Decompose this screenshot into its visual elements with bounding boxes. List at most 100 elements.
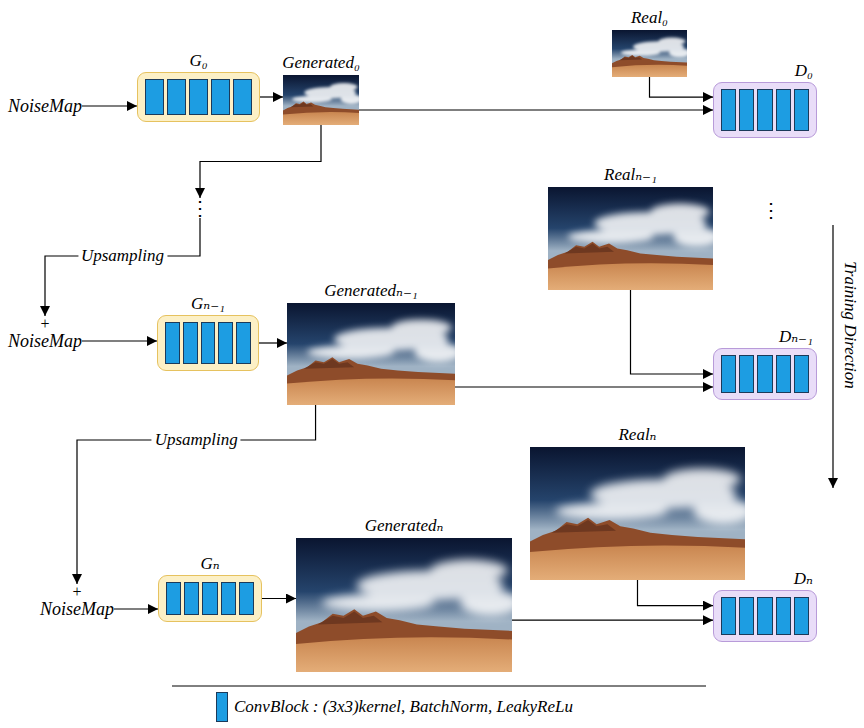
node-heading: G₀ <box>118 51 279 71</box>
image-panel: Generatedₙ₋₁ <box>287 303 455 405</box>
input-label: NoiseMap <box>8 93 82 117</box>
node-heading: Gₙ <box>139 554 281 574</box>
conv-block <box>776 597 791 635</box>
node-heading: Generated₀ <box>263 53 379 73</box>
legend-text: ConvBlock : (3x3)kernel, BatchNorm, Leak… <box>234 697 573 717</box>
ellipsis-mark: ⋮ <box>761 200 781 220</box>
ellipsis-mark: ⋮ <box>190 198 210 218</box>
conv-block <box>184 582 199 615</box>
node-heading: Dₙ₋₁ <box>674 327 813 347</box>
conv-block <box>757 355 772 393</box>
flow-arrow <box>77 405 316 584</box>
desert-image <box>530 447 754 580</box>
conv-block <box>145 79 164 115</box>
node-heading: Realₙ <box>510 425 765 445</box>
conv-block-row <box>721 355 809 393</box>
conv-block-row <box>145 79 252 115</box>
conv-block <box>757 89 772 131</box>
conv-block <box>776 355 791 393</box>
conv-block <box>166 582 181 615</box>
node-text: NoiseMap <box>40 598 114 620</box>
conv-block <box>236 322 251 364</box>
edge-label: Upsampling <box>152 430 241 450</box>
conv-block <box>794 355 809 393</box>
conv-block <box>233 79 252 115</box>
generator-box: Gₙ <box>158 575 262 622</box>
flow-arrow <box>82 340 157 341</box>
node-heading: Generatedₙ <box>276 516 532 536</box>
desert-image <box>548 187 720 290</box>
flow-arrow <box>45 218 200 316</box>
image-panel: Generated₀ <box>283 75 359 125</box>
input-label: +NoiseMap <box>40 584 114 620</box>
flow-arrow <box>260 96 283 97</box>
flow-arrow <box>200 125 321 198</box>
conv-block <box>167 79 186 115</box>
node-heading: Dₙ <box>674 569 813 589</box>
axis-label: Training Direction <box>840 261 860 388</box>
desert-image <box>287 303 462 405</box>
image-panel: Realₙ₋₁ <box>548 187 713 290</box>
generator-box: G₀ <box>137 72 260 122</box>
discriminator-box: D₀ <box>713 82 817 138</box>
conv-block <box>239 582 254 615</box>
flow-arrow <box>512 620 713 621</box>
conv-block <box>794 89 809 131</box>
node-text: + <box>40 586 114 598</box>
desert-image <box>296 538 521 672</box>
flow-arrow <box>82 105 137 106</box>
conv-block <box>739 355 754 393</box>
image-panel: Realₙ <box>530 447 745 580</box>
desert-image <box>283 75 362 125</box>
node-heading: Real₀ <box>592 8 707 28</box>
node-heading: Gₙ₋₁ <box>138 294 278 314</box>
conv-block-row <box>165 322 251 364</box>
conv-block-row <box>721 89 809 131</box>
flow-arrow <box>259 342 287 343</box>
conv-block <box>757 597 772 635</box>
flow-arrow <box>359 109 713 110</box>
conv-block <box>721 597 736 635</box>
conv-block <box>202 582 217 615</box>
conv-block <box>201 322 216 364</box>
conv-block <box>721 89 736 131</box>
flow-arrow <box>114 608 158 609</box>
node-heading: D₀ <box>674 61 813 81</box>
node-text: NoiseMap <box>8 330 82 352</box>
input-label: +NoiseMap <box>8 316 82 352</box>
conv-block <box>794 597 809 635</box>
node-heading: Realₙ₋₁ <box>528 165 733 185</box>
discriminator-box: Dₙ₋₁ <box>713 348 817 400</box>
conv-block <box>189 79 208 115</box>
legend-swatch <box>216 692 228 722</box>
discriminator-box: Dₙ <box>713 590 817 642</box>
conv-block-row <box>166 582 254 615</box>
node-heading: Generatedₙ₋₁ <box>267 281 475 301</box>
conv-block <box>739 597 754 635</box>
flow-arrow <box>650 77 714 97</box>
image-panel: Generatedₙ <box>296 538 512 672</box>
legend-rule <box>172 686 706 687</box>
conv-block <box>776 89 791 131</box>
conv-block <box>721 355 736 393</box>
conv-block <box>211 79 230 115</box>
conv-block-row <box>721 597 809 635</box>
node-text: ⋮ <box>190 198 210 218</box>
flow-arrow <box>455 386 713 387</box>
flow-arrow <box>262 598 296 599</box>
conv-block <box>739 89 754 131</box>
flow-arrow <box>638 580 714 606</box>
desert-image <box>612 30 690 77</box>
conv-block <box>165 322 180 364</box>
flow-arrow <box>631 290 714 374</box>
node-text: + <box>8 318 82 330</box>
legend-entry: ConvBlock : (3x3)kernel, BatchNorm, Leak… <box>216 692 573 722</box>
edge-label: Upsampling <box>78 246 167 266</box>
conv-block <box>183 322 198 364</box>
conv-block <box>221 582 236 615</box>
direction-arrow <box>832 225 833 488</box>
conv-block <box>218 322 233 364</box>
image-panel: Real₀ <box>612 30 687 77</box>
